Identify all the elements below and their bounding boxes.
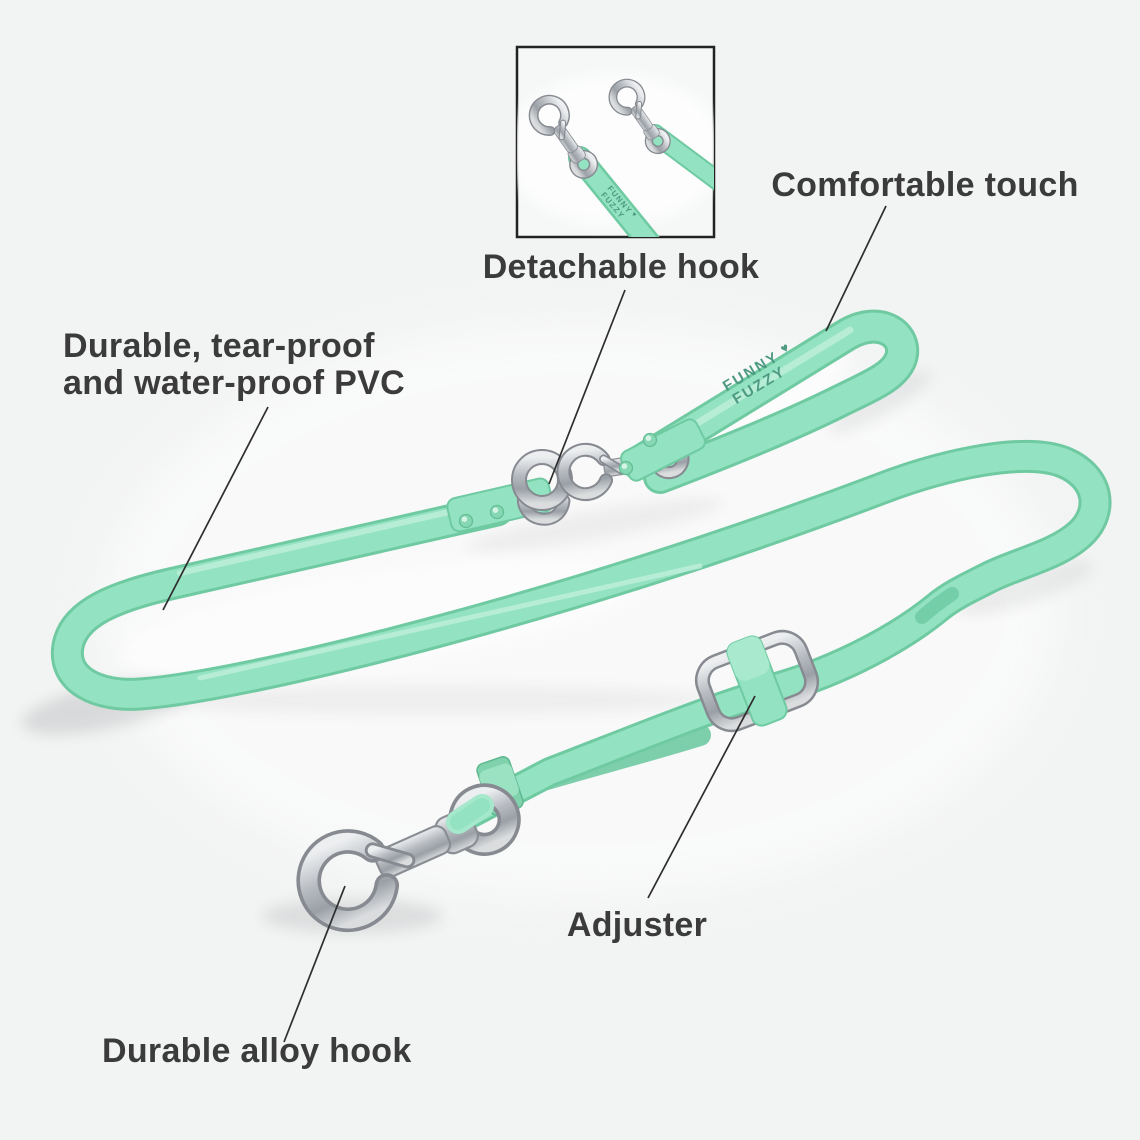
label-durable-pvc-line1: Durable, tear-proof — [63, 327, 375, 365]
line-alloy-hook — [283, 885, 346, 1043]
alloy-hook — [296, 774, 523, 932]
detachable-hook — [446, 418, 706, 533]
label-alloy-hook: Durable alloy hook — [102, 1032, 412, 1070]
label-durable-pvc-line2: and water-proof PVC — [63, 364, 405, 402]
adjuster-hardware — [694, 629, 820, 733]
label-adjuster: Adjuster — [567, 906, 707, 944]
label-detachable-hook: Detachable hook — [483, 248, 760, 286]
annotation-lines — [162, 205, 887, 1043]
inset-detail-box: FUNNY FUZZY ♥ — [515, 45, 716, 239]
lower-strap — [451, 684, 759, 831]
line-adjuster — [647, 695, 756, 899]
main-strap — [50, 439, 1112, 711]
loop-interior-highlight — [122, 559, 638, 677]
svg-text:♥: ♥ — [630, 211, 639, 220]
line-comfortable-touch — [825, 205, 887, 332]
line-detachable-hook — [548, 289, 626, 485]
labels: Detachable hook Comfortable touch Durabl… — [63, 166, 1078, 1070]
line-durable-pvc — [162, 406, 269, 611]
label-comfortable-touch: Comfortable touch — [771, 166, 1078, 204]
